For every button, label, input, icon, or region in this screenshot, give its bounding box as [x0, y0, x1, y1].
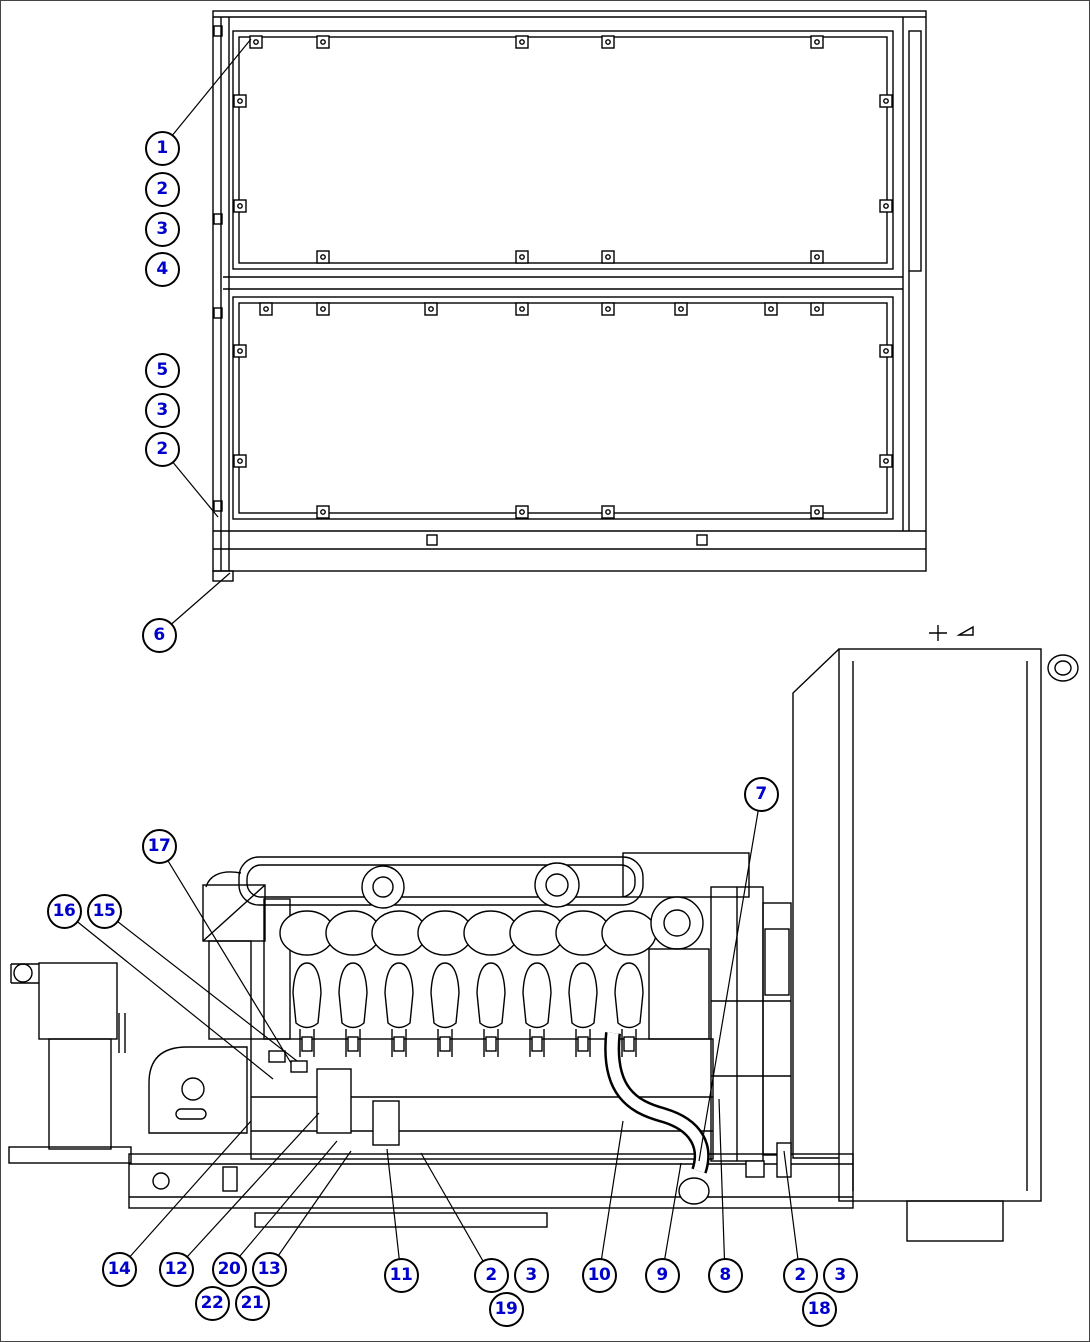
callout-14[interactable]: 14 [101, 1251, 137, 1287]
callout-2[interactable]: 2 [473, 1257, 509, 1293]
callout-7[interactable]: 7 [743, 776, 779, 812]
leader-line-17 [158, 845, 292, 1064]
callout-18[interactable]: 18 [801, 1291, 837, 1327]
leader-line-2 [420, 1152, 492, 1276]
callout-21[interactable]: 21 [234, 1285, 270, 1321]
fuel-filter-group [316, 1068, 352, 1134]
leader-lines [63, 38, 801, 1276]
intake-manifold [238, 856, 644, 906]
callout-16[interactable]: 16 [46, 893, 82, 929]
turbocharger-icon [650, 896, 704, 950]
engine-block [250, 1038, 714, 1160]
callout-2[interactable]: 2 [144, 171, 180, 207]
front-fitting [290, 1060, 308, 1073]
callout-5[interactable]: 5 [144, 352, 180, 388]
panel-assembly-view [212, 10, 927, 582]
callout-3[interactable]: 3 [144, 392, 180, 428]
leader-line-1 [161, 38, 252, 149]
callout-10[interactable]: 10 [581, 1257, 617, 1293]
leader-line-20 [228, 1140, 338, 1270]
callout-15[interactable]: 15 [86, 893, 122, 929]
leader-line-8 [718, 1098, 726, 1276]
cylinder-heads [292, 962, 644, 1058]
leader-line-16 [63, 910, 274, 1080]
leader-line-15 [103, 910, 298, 1062]
leader-line-9 [661, 1162, 682, 1276]
leader-line-12 [175, 1112, 320, 1270]
radiator-cap-icon [1054, 660, 1072, 676]
callout-22[interactable]: 22 [194, 1285, 230, 1321]
leader-line-13 [268, 1150, 352, 1270]
rocker-covers [279, 910, 657, 956]
mounting-rails [128, 1153, 854, 1228]
callout-3[interactable]: 3 [144, 211, 180, 247]
callout-2[interactable]: 2 [782, 1257, 818, 1293]
callout-1[interactable]: 1 [144, 130, 180, 166]
callout-6[interactable]: 6 [141, 617, 177, 653]
callout-12[interactable]: 12 [158, 1251, 194, 1287]
callout-9[interactable]: 9 [644, 1257, 680, 1293]
front-fitting [268, 1050, 286, 1063]
callout-3[interactable]: 3 [513, 1257, 549, 1293]
engine [202, 856, 714, 1160]
callout-13[interactable]: 13 [251, 1251, 287, 1287]
callout-17[interactable]: 17 [141, 828, 177, 864]
callout-2[interactable]: 2 [144, 431, 180, 467]
callout-3[interactable]: 3 [822, 1257, 858, 1293]
callout-4[interactable]: 4 [144, 251, 180, 287]
callout-11[interactable]: 11 [383, 1257, 419, 1293]
callout-19[interactable]: 19 [488, 1291, 524, 1327]
leader-line-2 [783, 1150, 801, 1276]
turbo-and-flywheel-housing [604, 852, 792, 1205]
leader-line-10 [598, 1120, 624, 1276]
leader-line-11 [386, 1148, 402, 1276]
callout-8[interactable]: 8 [707, 1257, 743, 1293]
lower-panel [232, 296, 894, 520]
upper-panel [232, 30, 894, 270]
front-mount-bracket [148, 1046, 248, 1134]
leader-line-14 [118, 1120, 252, 1270]
callout-20[interactable]: 20 [211, 1251, 247, 1287]
radiator [792, 625, 1079, 1242]
engine-installation-view [8, 625, 1079, 1242]
leader-line-7 [698, 793, 762, 1162]
front-accessory-unit [8, 962, 132, 1164]
